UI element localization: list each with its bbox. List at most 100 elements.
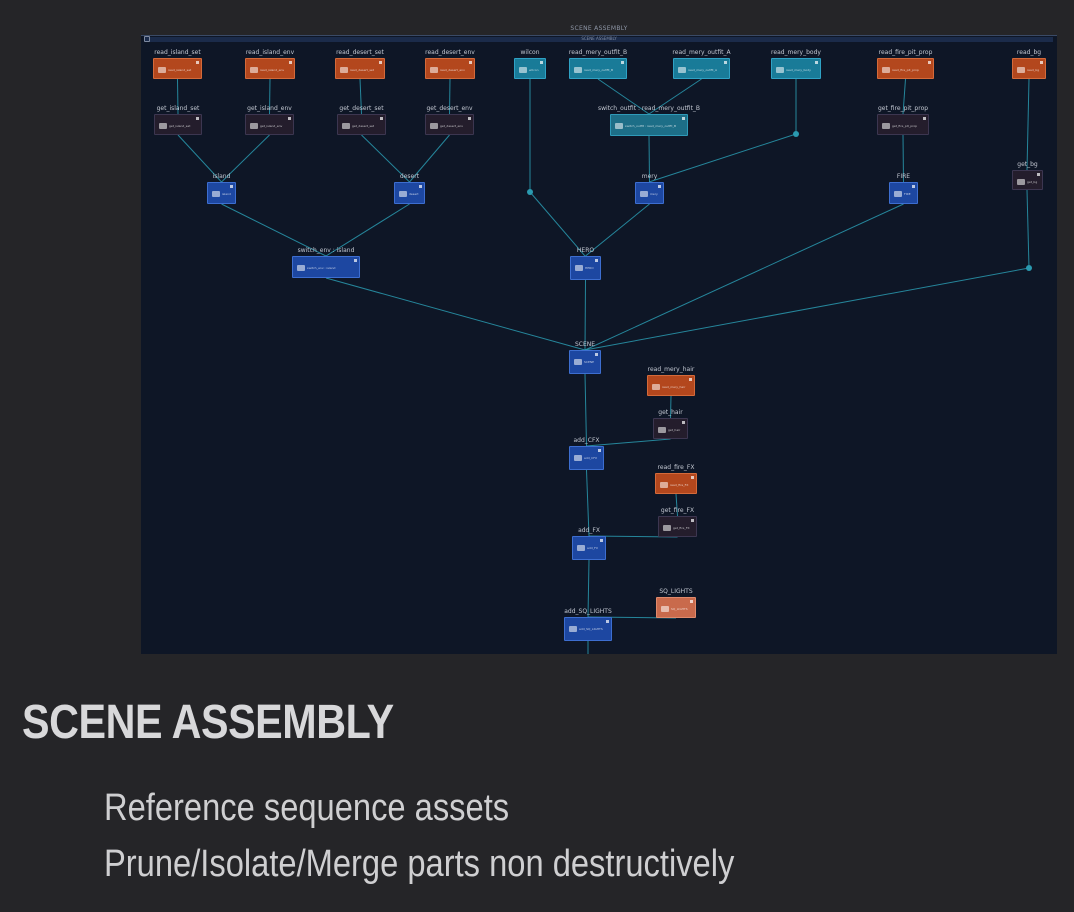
node-label-read_desert_set: read_desert_set [336,49,384,56]
node-inner-text: read_bg [1027,68,1040,72]
wire-dot-wilcon[interactable] [527,189,533,195]
node-inner-text: get_desert_env [440,124,464,128]
node-inner-text: switch_env : island [307,266,336,270]
wire-HERO-to-SCENE [584,279,586,351]
node-read_bg[interactable]: read_bg [1012,58,1046,79]
node-label-get_fire_FX: get_fire_FX [660,507,695,514]
node-inner-text: read_desert_set [350,68,374,72]
node-type-icon [894,191,902,197]
node-read_mery_outfit_B[interactable]: read_mery_outfit_B [569,58,627,79]
node-flag-icon [595,259,598,262]
node-switch_env[interactable]: switch_env : island [292,256,360,278]
node-type-icon [574,359,582,365]
node-read_island_set[interactable]: read_island_set [153,58,202,79]
node-label-add_FX: add_FX [578,527,600,534]
node-flag-icon [690,600,693,603]
node-read_mery_hair[interactable]: read_mery_hair [647,375,695,396]
wire-read_mery_outfit_A-to-switch_outfit [648,78,702,115]
node-inner-text: mery [650,192,658,196]
node-add_SQ_LIGHTS[interactable]: add_SQ_LIGHTS [564,617,612,641]
wire-read_mery_outfit_B-to-switch_outfit [597,78,650,115]
node-island[interactable]: island [207,182,236,204]
panel-title: SCENE ASSEMBLY [570,25,628,32]
node-label-read_island_env: read_island_env [245,49,295,56]
node-type-icon [1017,67,1025,73]
node-type-icon [430,67,438,73]
node-get_fire_pit_prop[interactable]: get_fire_pit_prop [877,114,929,135]
lock-icon[interactable] [144,36,150,42]
node-HERO[interactable]: HERO [570,256,601,280]
node-read_fire_pit_prop[interactable]: read_fire_pit_prop [877,58,934,79]
node-type-icon [158,67,166,73]
node-flag-icon [724,61,727,64]
node-label-island: island [212,173,231,180]
node-read_desert_set[interactable]: read_desert_set [335,58,385,79]
node-inner-text: read_mery_hair [662,385,686,389]
node-label-desert: desert [399,173,420,180]
wire-get_fire_pit_prop-to-FIRE [902,134,904,183]
node-get_hair[interactable]: get_hair [653,418,688,439]
node-flag-icon [691,476,694,479]
node-read_mery_outfit_A[interactable]: read_mery_outfit_A [673,58,730,79]
wire-island-to-switch_env [221,203,327,257]
node-flag-icon [289,61,292,64]
node-mery[interactable]: mery [635,182,664,204]
node-inner-text: FIRE [904,192,911,196]
node-inner-text: SQ_LIGHTS [671,607,688,611]
wire-dot-read_mery_body[interactable] [793,131,799,137]
node-read_desert_env[interactable]: read_desert_env [425,58,475,79]
wire-read_mery_hair-to-get_hair [670,395,672,419]
node-SQ_LIGHTS[interactable]: SQ_LIGHTS [656,597,696,618]
node-label-get_island_env: get_island_env [247,105,292,112]
node-graph-panel[interactable]: SCENE ASSEMBLY SCENE ASSEMBLY read_islan… [141,25,1057,654]
node-SCENE[interactable]: SCENE [569,350,601,374]
node-inner-text: get_island_env [260,124,283,128]
node-get_desert_env[interactable]: get_desert_env [425,114,474,135]
node-flag-icon [815,61,818,64]
wire-read_desert_set-to-get_desert_set [359,78,362,115]
node-wilcon[interactable]: wilcon [514,58,546,79]
node-read_mery_body[interactable]: read_mery_body [771,58,821,79]
node-type-icon [250,67,258,73]
node-get_bg[interactable]: get_bg [1012,170,1043,190]
node-get_fire_FX[interactable]: get_fire_FX [658,516,697,537]
node-type-icon [652,384,660,390]
node-type-icon [212,191,220,197]
node-get_desert_set[interactable]: get_desert_set [337,114,386,135]
node-add_FX[interactable]: add_FX [572,536,606,560]
node-FIRE[interactable]: FIRE [889,182,918,204]
node-flag-icon [196,61,199,64]
bullet-prune-isolate-merge: Prune/Isolate/Merge parts non destructiv… [104,843,735,885]
node-add_CFX[interactable]: add_CFX [569,446,604,470]
node-flag-icon [600,539,603,542]
wire-dot-read_bg[interactable] [1026,265,1032,271]
wire-desert-to-switch_env [325,203,410,257]
wire-SCENE-to-add_CFX [584,373,587,447]
node-inner-text: get_bg [1027,180,1038,184]
node-label-get_bg: get_bg [1017,161,1038,168]
node-get_island_env[interactable]: get_island_env [245,114,294,135]
node-desert[interactable]: desert [394,182,425,204]
node-flag-icon [928,61,931,64]
panel-header-bar[interactable]: SCENE ASSEMBLY [145,36,1053,42]
wire-read_fire_pit_prop-to-get_fire_pit_prop [902,78,906,115]
node-read_island_env[interactable]: read_island_env [245,58,295,79]
node-type-icon [575,265,583,271]
node-get_island_set[interactable]: get_island_set [154,114,202,135]
wire-get_hair-to-add_CFX [586,438,671,447]
node-flag-icon [288,117,291,120]
node-label-add_CFX: add_CFX [573,437,600,444]
slide-title: SCENE ASSEMBLY [22,696,394,749]
node-label-get_hair: get_hair [658,409,683,416]
node-switch_outfit[interactable]: switch_outfit : read_mery_outfit_B [610,114,688,136]
node-type-icon [342,123,350,129]
wire-get-bg-down [1026,189,1030,269]
node-label-read_desert_env: read_desert_env [425,49,475,56]
node-label-read_bg: read_bg [1016,49,1042,56]
node-flag-icon [540,61,543,64]
node-inner-text: get_fire_pit_prop [892,124,918,128]
node-read_fire_FX[interactable]: read_fire_FX [655,473,697,494]
node-label-get_desert_env: get_desert_env [426,105,473,112]
wire-read_island_set-to-get_island_set [177,78,179,115]
node-type-icon [430,123,438,129]
